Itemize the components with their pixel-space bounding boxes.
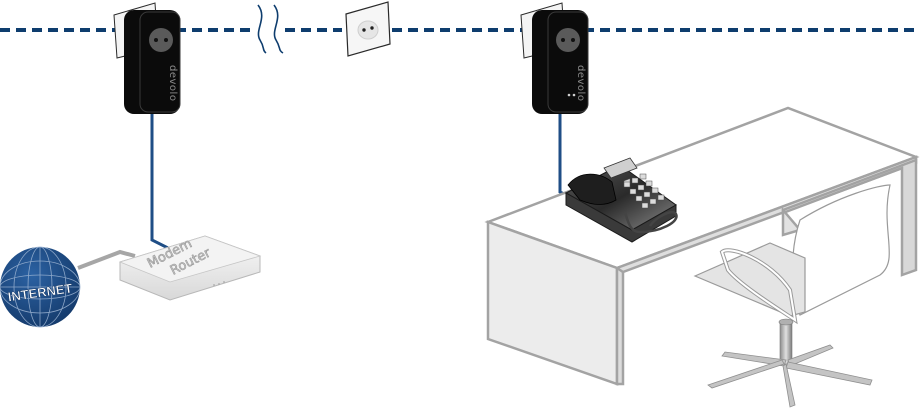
telephone-cord [623, 210, 678, 234]
adapter-led-icon [572, 93, 576, 97]
adapter-socket-icon [149, 28, 173, 52]
wall-socket-icon [345, 1, 391, 57]
office-chair [693, 184, 891, 408]
adapter-led-icon [567, 93, 571, 97]
powerline-adapter-right: devolo [520, 2, 589, 114]
ethernet-cable-left [150, 114, 169, 250]
telephone-icon [564, 157, 678, 243]
adapter-brand-label: devolo [575, 65, 586, 101]
line-break-icon [257, 4, 284, 54]
modem-router: Modem Router [118, 235, 262, 301]
internet-globe-icon: INTERNET [0, 246, 81, 328]
adapter-brand-label: devolo [167, 65, 178, 101]
adapter-socket-icon [556, 28, 580, 52]
desk [484, 106, 920, 386]
internet-cable [77, 249, 136, 270]
powerline-adapter-left: devolo [113, 2, 181, 114]
